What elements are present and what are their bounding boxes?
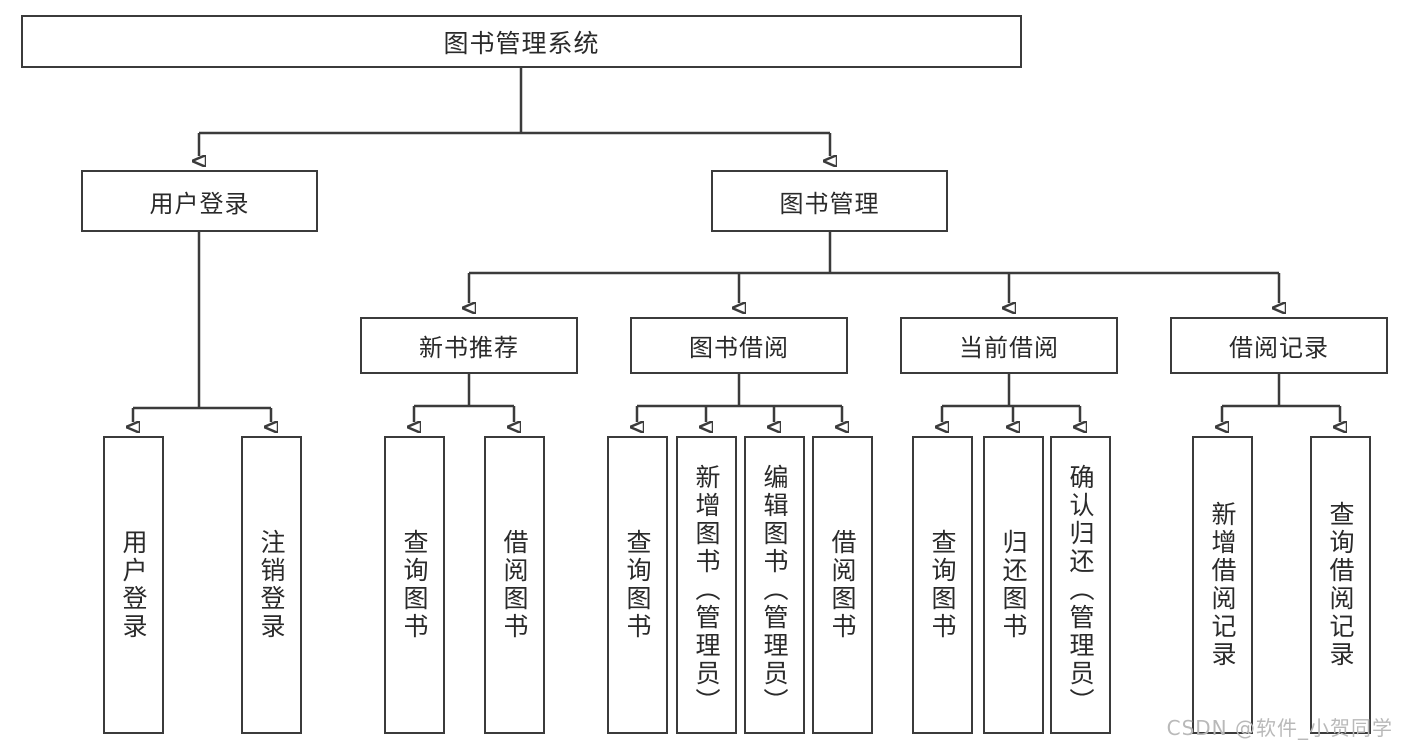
node-label: 查询图书 (928, 529, 957, 641)
node-current-borrow[interactable]: 当前借阅 (900, 317, 1118, 374)
node-label: 借阅图书 (500, 529, 529, 641)
leaf-add-borrow-record[interactable]: 新增借阅记录 (1192, 436, 1253, 734)
leaf-query-book-cb[interactable]: 查询图书 (912, 436, 973, 734)
node-new-book-recommend[interactable]: 新书推荐 (360, 317, 578, 374)
node-label: 查询图书 (623, 529, 652, 641)
node-label: 注销登录 (257, 529, 286, 641)
leaf-user-login[interactable]: 用户登录 (103, 436, 164, 734)
node-label: 查询图书 (400, 529, 429, 641)
node-label: 图书管理 (779, 189, 880, 218)
node-label: 用户登录 (149, 189, 250, 218)
node-label: 查询借阅记录 (1326, 501, 1355, 669)
node-label: 新书推荐 (419, 334, 519, 362)
node-book-management[interactable]: 图书管理 (711, 170, 948, 232)
node-label: 新增图书（管理员） (692, 464, 721, 716)
node-label: 图书管理系统 (443, 28, 600, 58)
leaf-add-book-admin[interactable]: 新增图书（管理员） (676, 436, 737, 734)
node-root-book-management-system[interactable]: 图书管理系统 (21, 15, 1022, 68)
node-label: 归还图书 (999, 529, 1028, 641)
node-label: 新增借阅记录 (1208, 501, 1237, 669)
watermark-text: CSDN @软件_小贺同学 (1166, 716, 1393, 740)
node-borrow-record[interactable]: 借阅记录 (1170, 317, 1388, 374)
leaf-borrow-book-nbr[interactable]: 借阅图书 (484, 436, 545, 734)
leaf-return-book[interactable]: 归还图书 (983, 436, 1044, 734)
node-label: 当前借阅 (959, 334, 1059, 362)
node-label: 编辑图书（管理员） (760, 464, 789, 716)
leaf-logout[interactable]: 注销登录 (241, 436, 302, 734)
leaf-query-book-bb[interactable]: 查询图书 (607, 436, 668, 734)
leaf-edit-book-admin[interactable]: 编辑图书（管理员） (744, 436, 805, 734)
leaf-query-book-nbr[interactable]: 查询图书 (384, 436, 445, 734)
leaf-borrow-book-bb[interactable]: 借阅图书 (812, 436, 873, 734)
leaf-query-borrow-record[interactable]: 查询借阅记录 (1310, 436, 1371, 734)
node-label: 借阅图书 (828, 529, 857, 641)
node-label: 图书借阅 (689, 334, 789, 362)
node-label: 用户登录 (119, 529, 148, 641)
node-label: 确认归还（管理员） (1066, 464, 1095, 716)
node-book-borrow[interactable]: 图书借阅 (630, 317, 848, 374)
leaf-confirm-return-admin[interactable]: 确认归还（管理员） (1050, 436, 1111, 734)
node-user-login[interactable]: 用户登录 (81, 170, 318, 232)
node-label: 借阅记录 (1229, 334, 1329, 362)
